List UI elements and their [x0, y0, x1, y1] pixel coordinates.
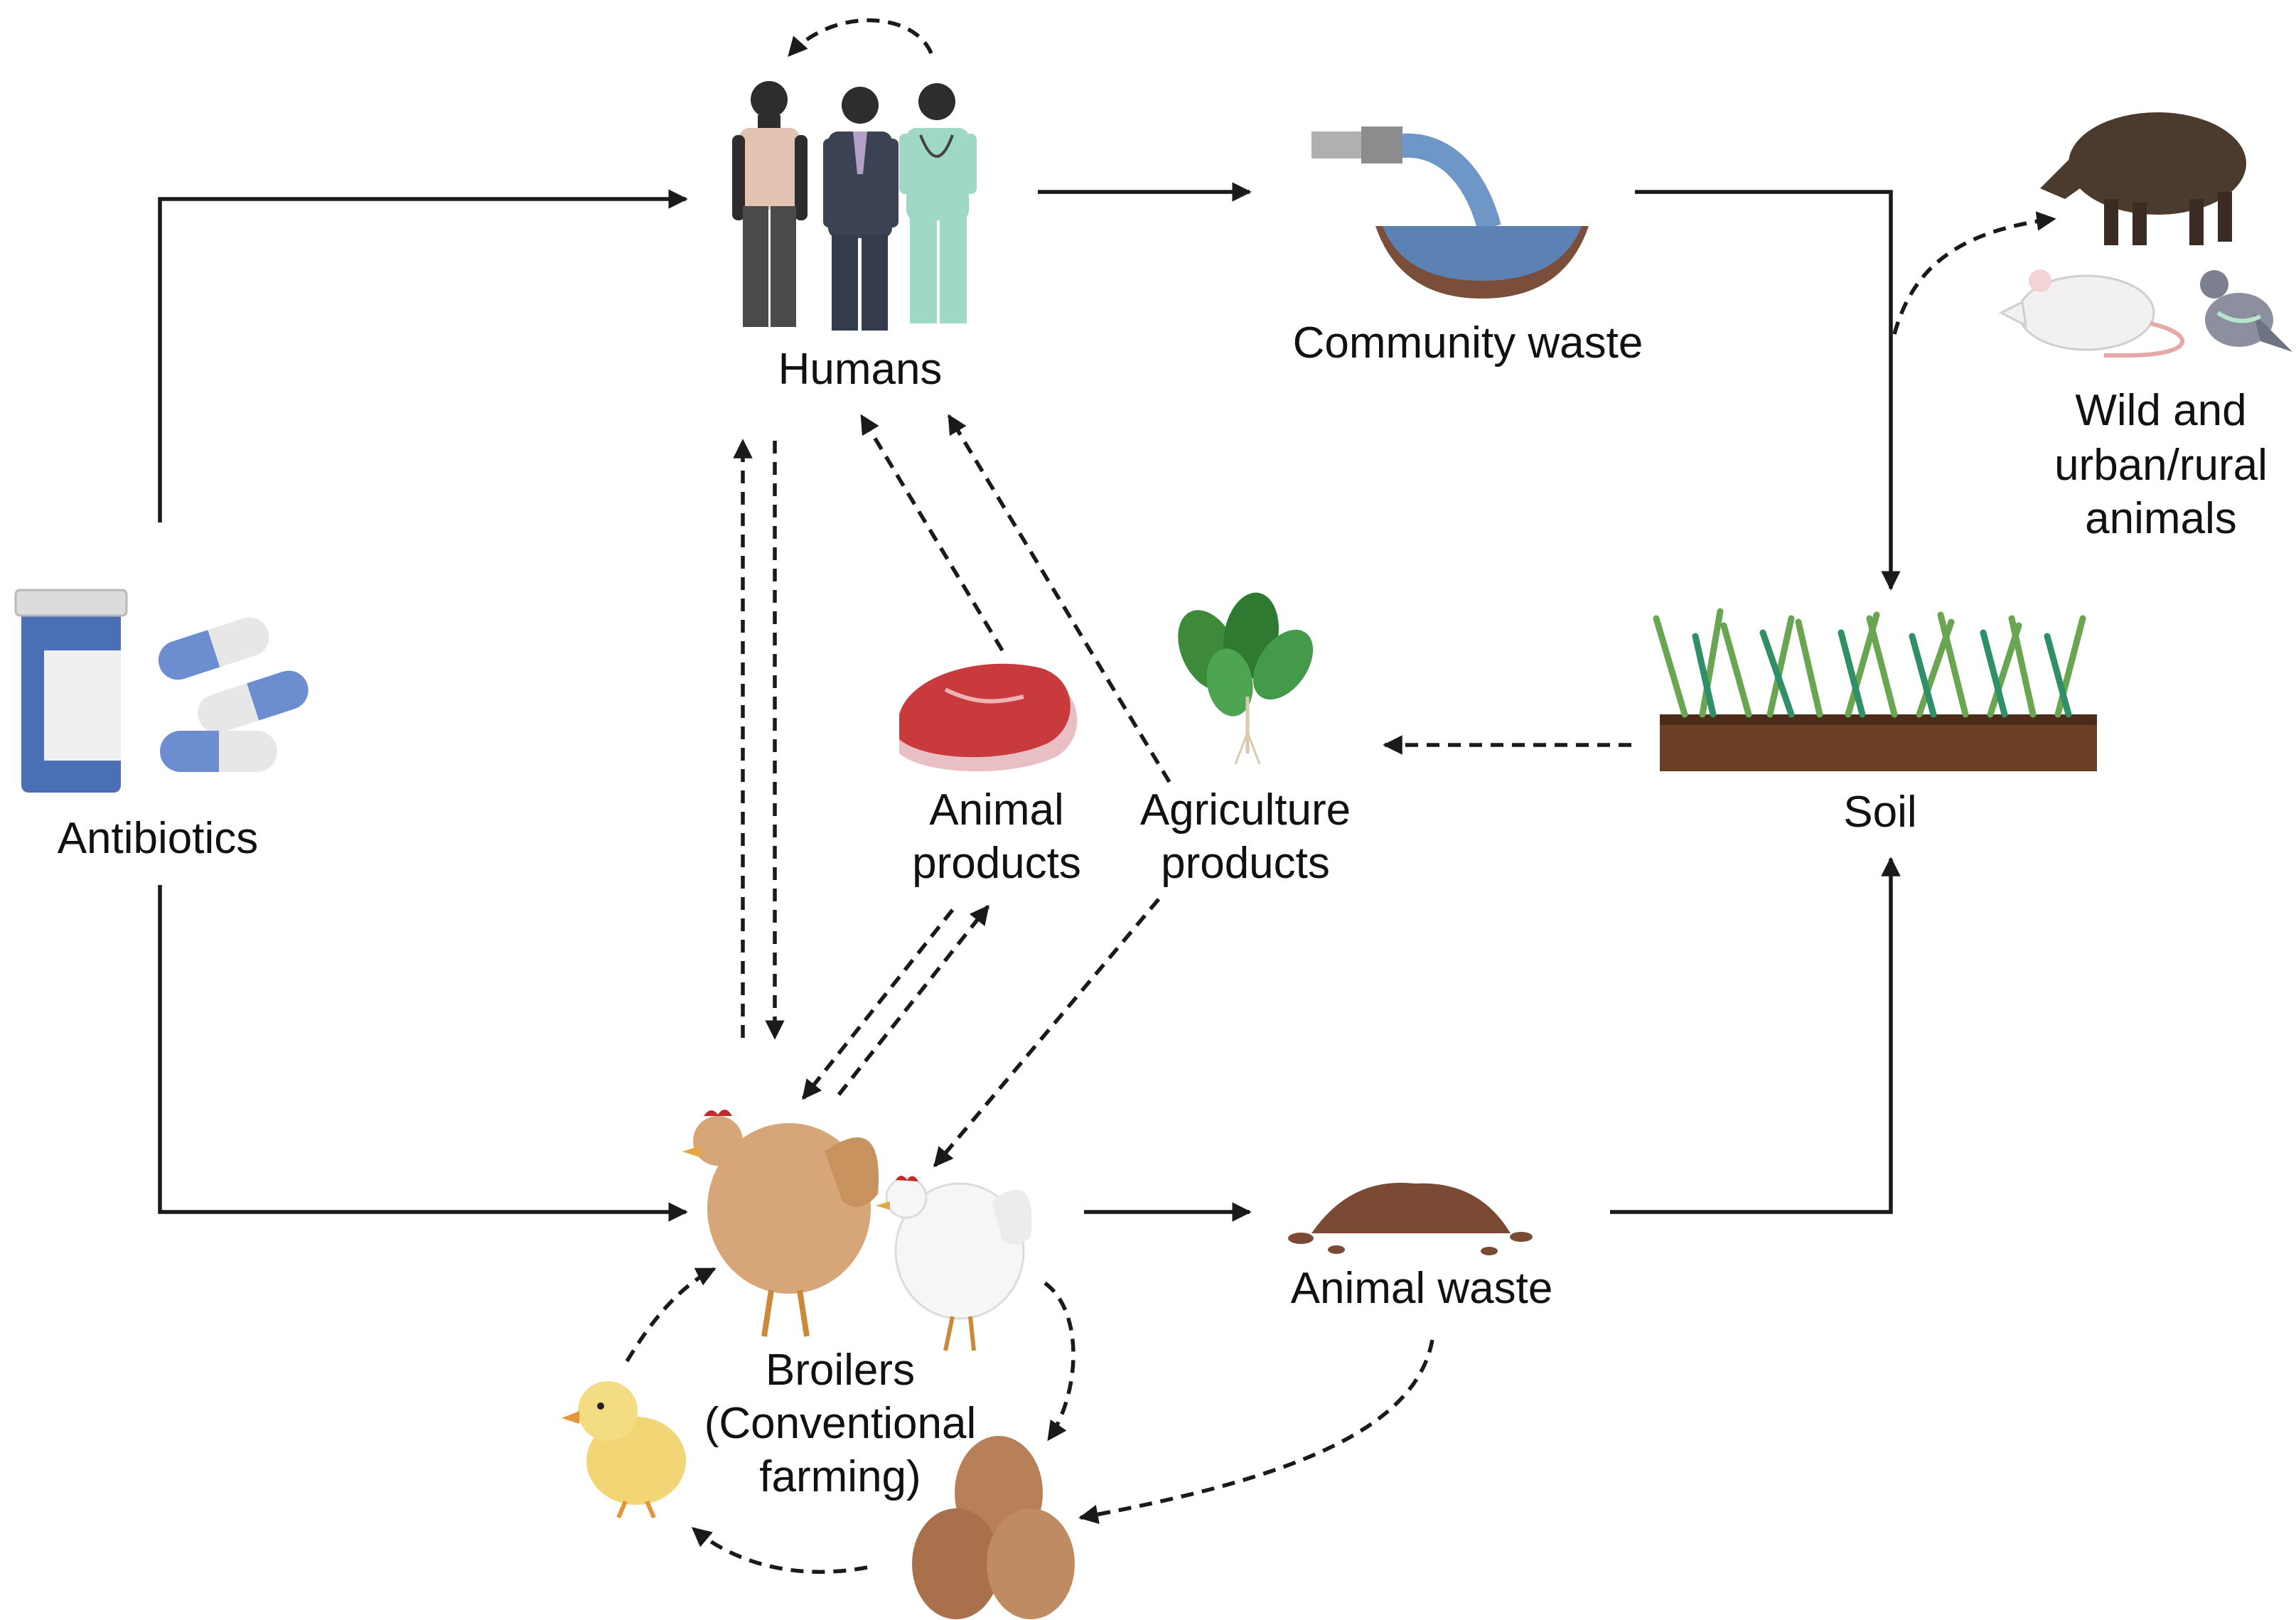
label-agriculture-products-2: products	[1161, 839, 1330, 888]
arrow-eggs-to-chick	[691, 1526, 868, 1575]
label-broilers-1: Broilers	[766, 1346, 915, 1395]
arrow-antibiotics-to-humans	[158, 189, 688, 522]
label-animal-products-2: products	[912, 839, 1081, 888]
chick-icon	[562, 1381, 686, 1519]
white-chicken-icon	[876, 1176, 1032, 1351]
arrow-agriculture-products-to-broilers	[933, 898, 1161, 1168]
arrow-animal-products-to-humans	[859, 414, 1004, 652]
label-antibiotics: Antibiotics	[58, 814, 259, 863]
grass-soil-icon	[1653, 608, 2097, 771]
arrow-chick-to-broilers	[625, 1267, 717, 1363]
pill-bottle-and-capsules-icon	[14, 589, 309, 793]
label-animal-products-1: Animal	[929, 785, 1064, 835]
meat-steak-icon	[899, 663, 1078, 772]
arrow-broilers-to-animal-products	[837, 904, 990, 1096]
arrow-antibiotics-to-broilers	[158, 885, 688, 1222]
label-soil: Soil	[1843, 788, 1916, 837]
label-wild-animals-2: urban/rural	[2054, 441, 2268, 490]
manure-pile-icon	[1288, 1182, 1533, 1255]
arrow-community-waste-to-soil	[1635, 190, 1901, 591]
people-icon	[732, 81, 977, 331]
spinach-icon	[1178, 592, 1314, 765]
hen-icon	[682, 1109, 879, 1337]
pigeon-icon	[2200, 270, 2292, 352]
label-wild-animals-1: Wild and	[2075, 386, 2246, 435]
label-humans: Humans	[778, 345, 943, 394]
arrow-humans-loop	[787, 18, 933, 58]
label-wild-animals-3: animals	[2085, 494, 2237, 543]
label-agriculture-products-1: Agriculture	[1140, 785, 1351, 835]
arrow-animal-waste-to-soil	[1610, 857, 1901, 1214]
label-community-waste: Community waste	[1293, 318, 1643, 368]
sewage-pipe-icon	[1311, 127, 1589, 299]
rat-icon	[1998, 269, 2184, 358]
eggs-icon	[912, 1436, 1075, 1619]
arrow-broilers-to-eggs	[1044, 1281, 1075, 1442]
labels: Humans Community waste Wild and urban/ru…	[58, 318, 2268, 1501]
arrow-animal-products-to-broilers	[801, 908, 955, 1100]
arrow-agriculture-products-to-humans	[947, 414, 1171, 783]
label-animal-waste: Animal waste	[1291, 1264, 1553, 1313]
boar-icon	[2040, 112, 2246, 245]
label-broilers-2: (Conventional	[704, 1399, 977, 1448]
arrow-community-waste-to-wild-animals	[1892, 211, 2056, 335]
arrows	[158, 18, 2056, 1575]
label-broilers-3: farming)	[759, 1452, 921, 1501]
arrow-animal-waste-to-eggs	[1078, 1339, 1434, 1525]
